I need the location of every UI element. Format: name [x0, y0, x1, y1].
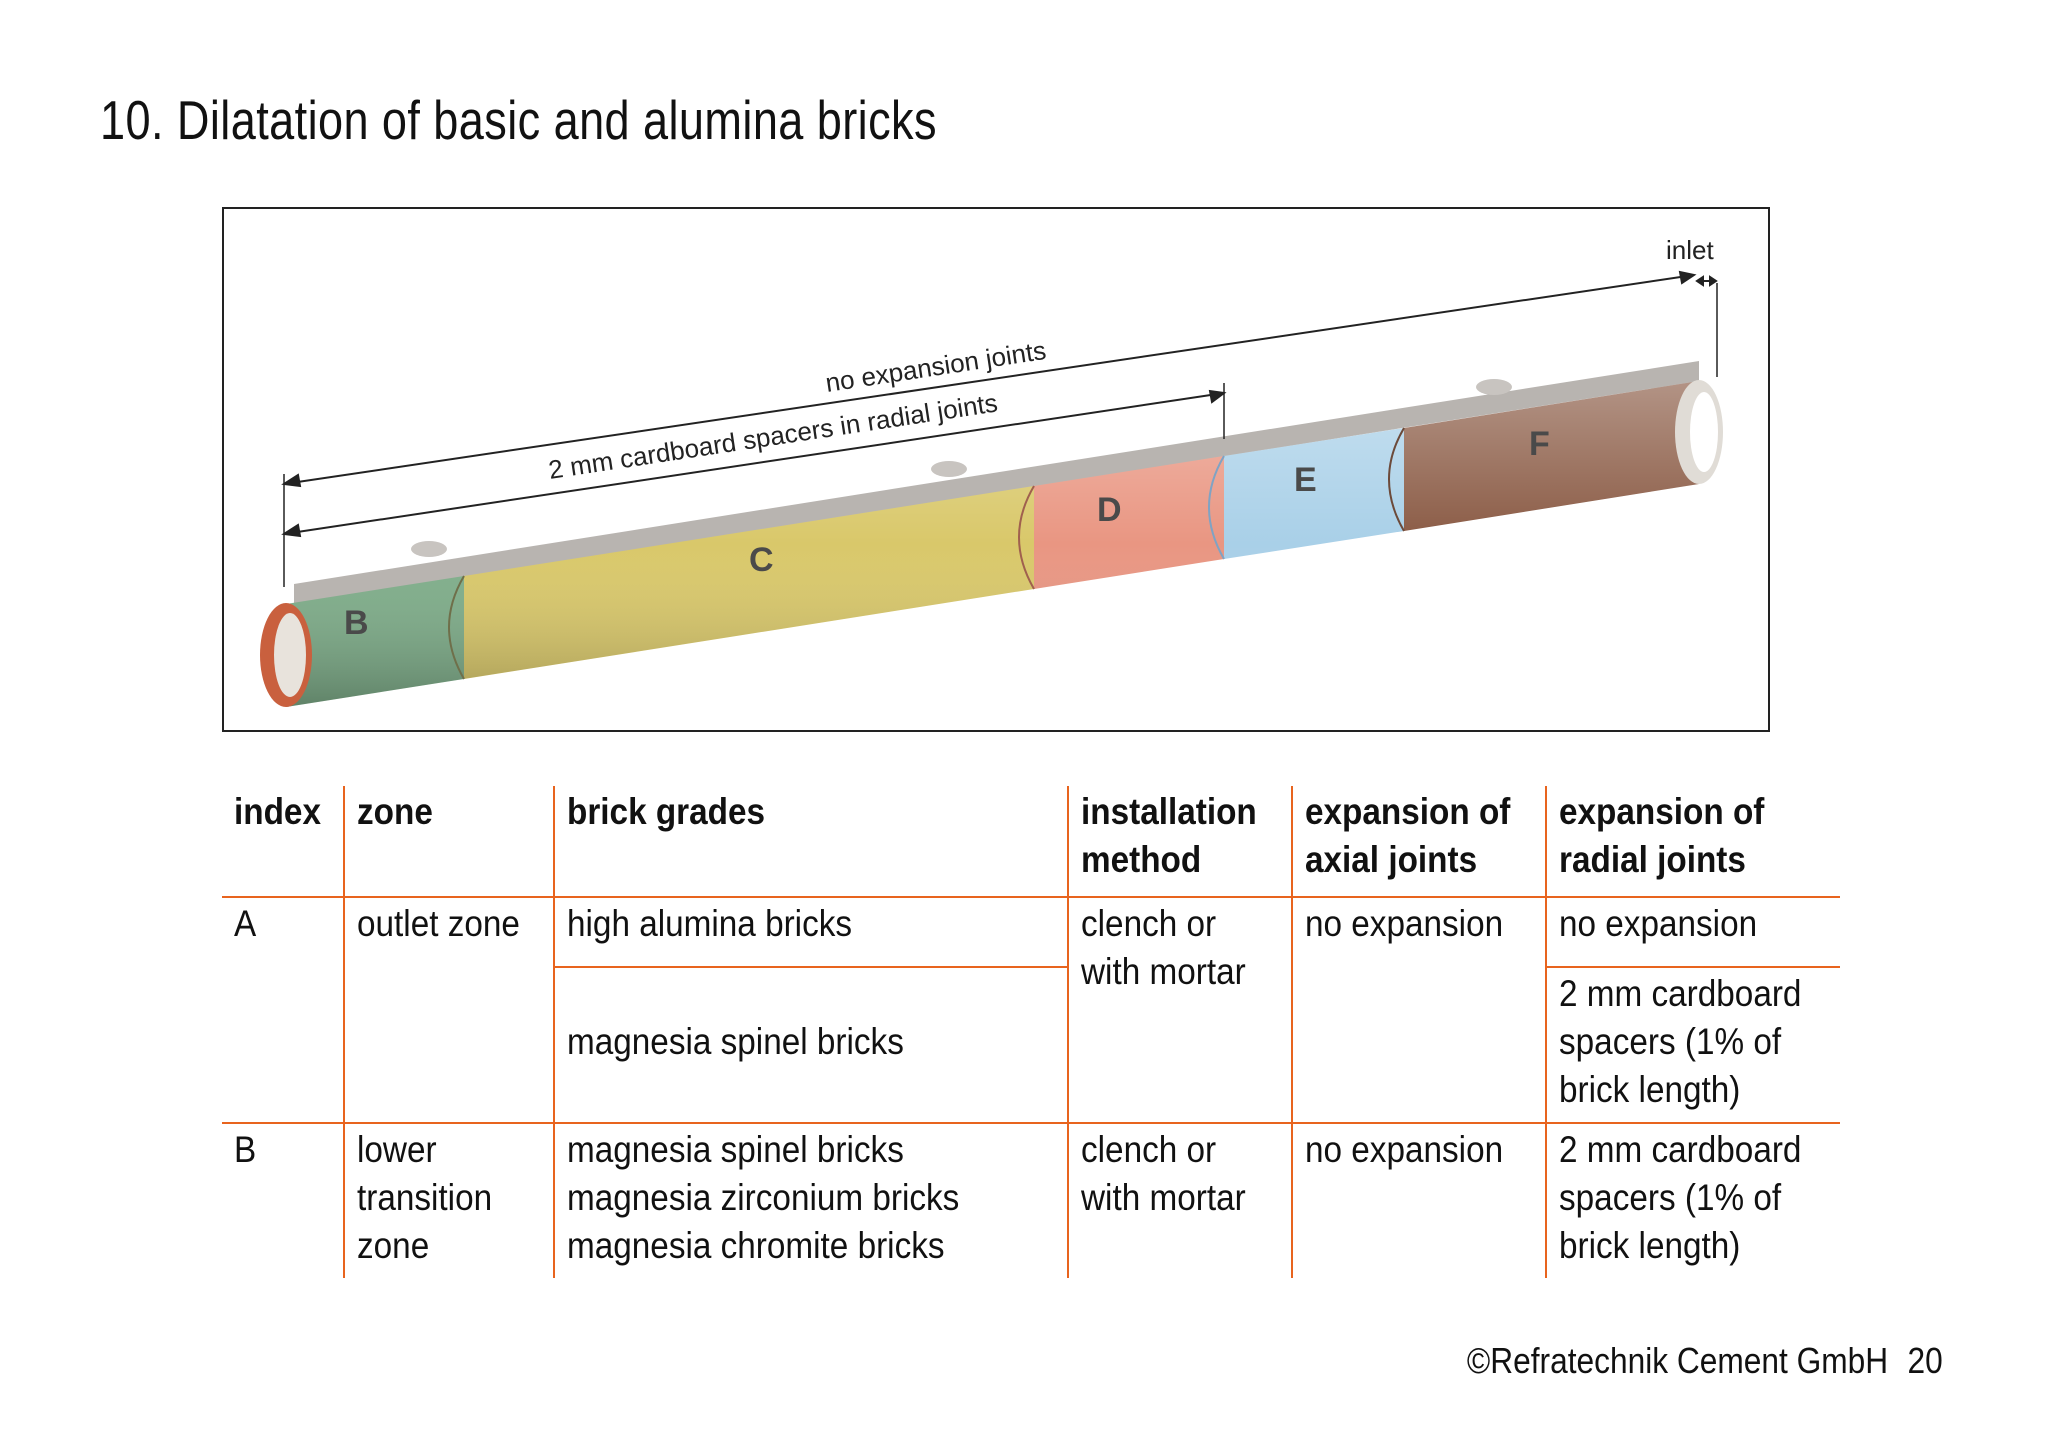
segment-label-f: F	[1529, 425, 1550, 463]
row-a-grade-1: high alumina bricks	[566, 903, 852, 944]
row-a-axial: no expansion	[1304, 903, 1503, 944]
segment-label-e: E	[1294, 461, 1317, 499]
page-footer: ©Refratechnik Cement GmbH 20	[1448, 1340, 1943, 1382]
page-number: 20	[1907, 1340, 1943, 1381]
no-expansion-arrow	[283, 274, 1695, 485]
row-a-zone: outlet zone	[356, 903, 520, 944]
header-zone: zone	[356, 791, 433, 832]
row-a-radial-1: no expansion	[1558, 903, 1757, 944]
header-index: index	[234, 791, 321, 832]
header-brick-grades: brick grades	[566, 791, 765, 832]
row-b-axial: no expansion	[1304, 1129, 1503, 1170]
no-expansion-joints-label: no expansion joints	[823, 335, 1048, 398]
tyre	[1476, 379, 1512, 395]
segment-label-c: C	[749, 541, 774, 579]
tyre	[411, 541, 447, 557]
cardboard-spacers-arrow	[283, 392, 1225, 535]
segment-label-b: B	[344, 604, 369, 642]
tyre	[931, 461, 967, 477]
dimension-arrows	[281, 270, 1718, 587]
copyright-text: ©Refratechnik Cement GmbH	[1467, 1340, 1889, 1381]
table-row: A outlet zone high alumina bricks clench…	[222, 896, 1841, 1123]
row-b-index: B	[234, 1129, 257, 1170]
kiln-tube	[260, 361, 1723, 707]
kiln-shading	[286, 381, 1699, 707]
kiln-shell-top	[294, 361, 1699, 604]
segment-label-d: D	[1097, 491, 1122, 529]
inlet-label: inlet	[1666, 235, 1714, 265]
row-a-index: A	[234, 903, 257, 944]
kiln-illustration: B C D E F inlet no expansion joints 2 mm…	[260, 235, 1723, 707]
kiln-diagram: B C D E F inlet no expansion joints 2 mm…	[222, 207, 1770, 732]
page-title: 10. Dilatation of basic and alumina bric…	[100, 89, 937, 151]
row-a-grade-2: magnesia spinel bricks	[566, 1021, 904, 1062]
